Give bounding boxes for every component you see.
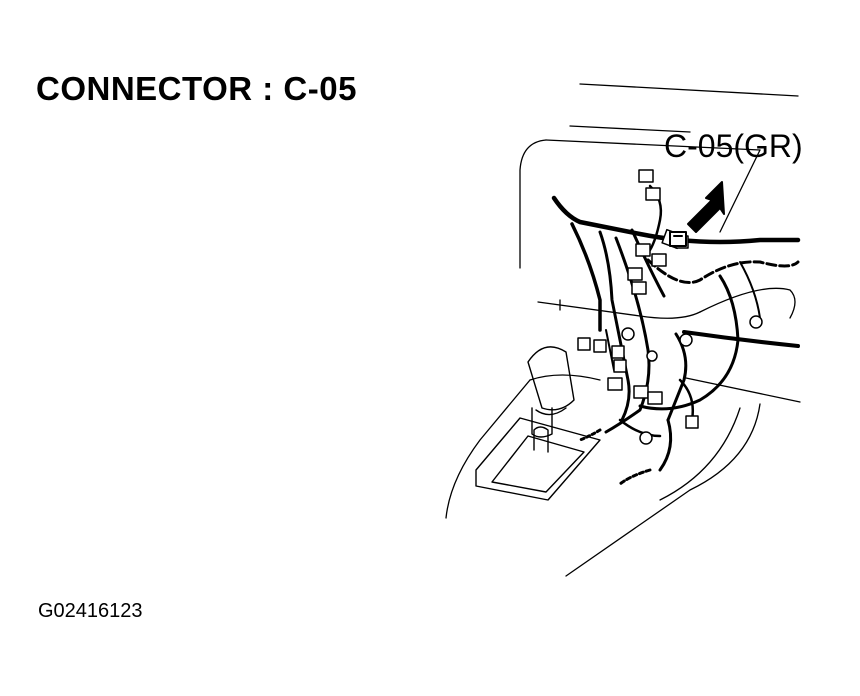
- page-title: CONNECTOR : C-05: [36, 70, 357, 107]
- vehicle-body-outline: [445, 83, 801, 577]
- arrow-pointer-icon: [687, 181, 725, 233]
- main-harness: [551, 184, 801, 486]
- connector-callout-label: C-05(GR): [664, 128, 803, 164]
- gear-shift-lever-icon: [475, 346, 601, 501]
- figure-id: G02416123: [38, 600, 143, 622]
- connector-c05: [669, 231, 687, 247]
